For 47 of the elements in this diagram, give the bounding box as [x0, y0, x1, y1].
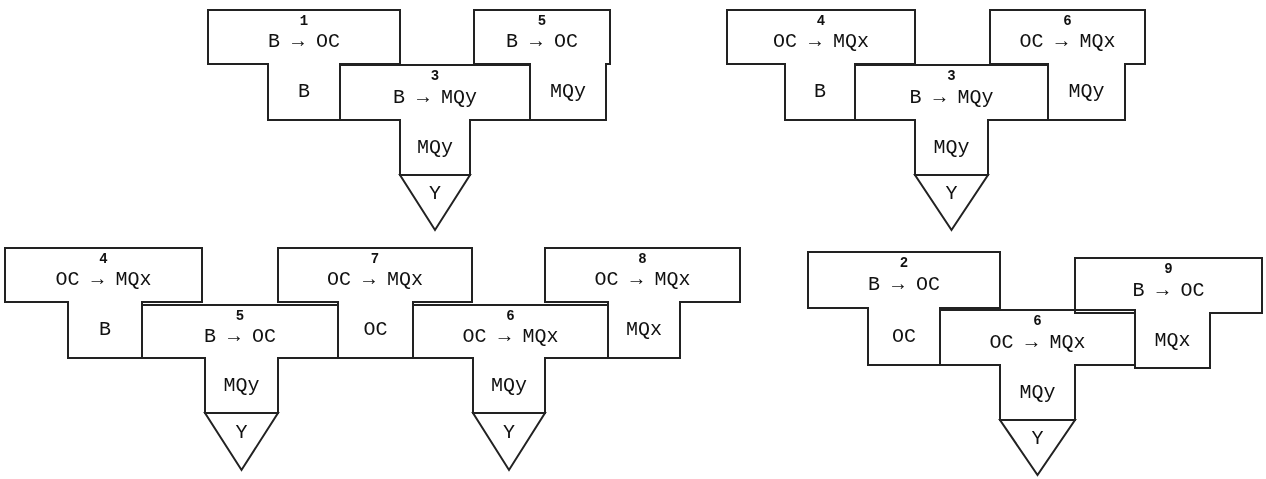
triangle-label: Y	[945, 184, 958, 205]
transition-label: OC → MQx	[594, 270, 691, 290]
tab-label: MQy	[550, 82, 586, 102]
transition-label: B → MQy	[909, 87, 994, 108]
triangle-label: Y	[235, 422, 248, 443]
transition-label: B → OC	[204, 326, 276, 347]
step-number: 2	[899, 256, 909, 270]
tab-label: B	[298, 82, 310, 102]
tab-label: MQy	[1019, 382, 1056, 403]
triangle-label: Y	[429, 184, 441, 205]
step-number: 5	[235, 309, 245, 323]
triangle-label: Y	[1031, 429, 1044, 450]
step-number: 5	[537, 14, 547, 28]
tab-label: B	[814, 82, 826, 102]
transition-label: OC → MQx	[462, 326, 559, 347]
step-number: 3	[947, 69, 956, 83]
tab-label: MQx	[1154, 330, 1191, 351]
transition-label: OC → MQx	[989, 332, 1086, 353]
step-number: 6	[1063, 14, 1072, 28]
triangle-label: Y	[503, 422, 515, 443]
step-number: 6	[506, 309, 515, 323]
step-number: 4	[99, 252, 108, 266]
tab-label: OC	[892, 326, 916, 347]
transition-label: B → MQy	[393, 87, 477, 108]
step-number: 7	[370, 252, 380, 266]
transition-label: OC → MQx	[773, 32, 869, 52]
tab-label: MQy	[933, 137, 970, 158]
step-number: 9	[1164, 262, 1173, 276]
transition-label: B → OC	[506, 32, 578, 52]
tab-label: MQy	[223, 375, 260, 396]
transition-label: OC → MQx	[327, 270, 423, 290]
transition-label: OC → MQx	[1019, 32, 1116, 52]
tab-label: MQy	[417, 137, 453, 158]
step-number: 1	[299, 14, 309, 28]
transition-label: B → OC	[868, 275, 940, 295]
transition-label: B → OC	[268, 32, 340, 52]
tab-label: MQy	[1068, 82, 1105, 102]
tab-label: OC	[363, 320, 388, 340]
step-number: 6	[1033, 314, 1042, 328]
step-number: 3	[430, 69, 440, 83]
transition-label: OC → MQx	[55, 270, 152, 290]
transition-label: B → OC	[1132, 280, 1205, 301]
step-number: 4	[816, 14, 826, 28]
step-number: 8	[638, 252, 647, 266]
tab-label: MQy	[491, 375, 527, 396]
tab-label: B	[99, 320, 111, 340]
tab-label: MQx	[626, 320, 662, 340]
